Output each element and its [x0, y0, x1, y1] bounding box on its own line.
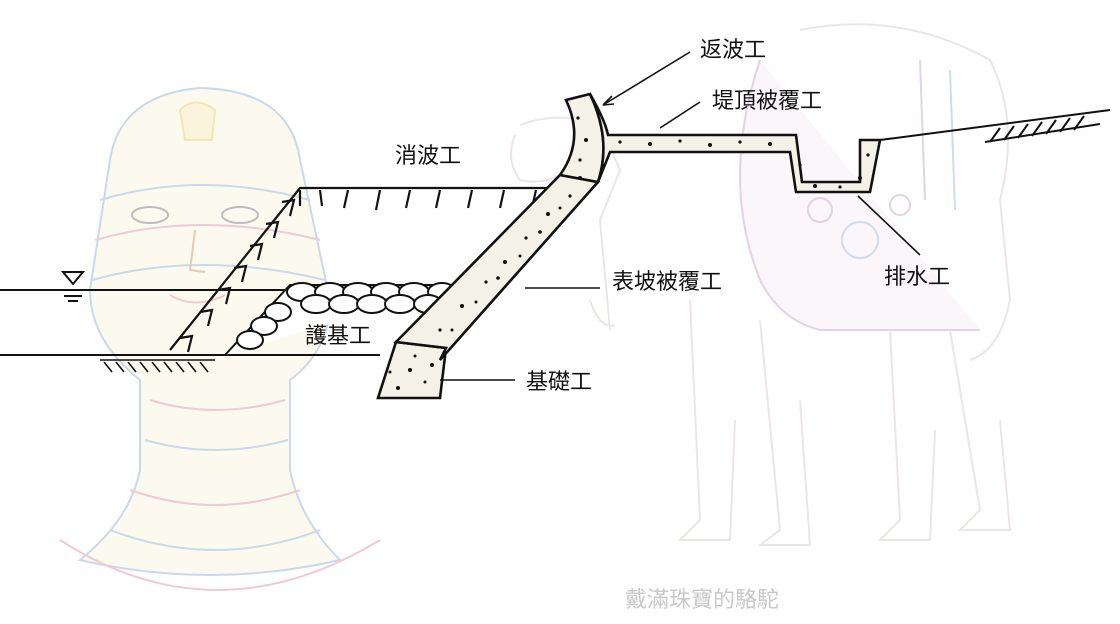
label-slope-cover: 表坡被覆工 — [612, 270, 722, 295]
leader-return-wall — [602, 51, 691, 106]
leader-drainage — [857, 195, 921, 256]
water-level-icon — [60, 271, 86, 302]
seabed-hatching-icon — [100, 359, 215, 373]
crown-cover — [588, 93, 882, 194]
concrete-aggregate — [388, 116, 870, 390]
camel-sketch — [510, 23, 1012, 546]
leader-crown-cover — [659, 101, 701, 129]
label-toe-protection: 護基工 — [305, 324, 371, 349]
drawing-caption: 戴滿珠寶的駱駝 — [625, 588, 779, 613]
landward-ground — [879, 109, 1111, 143]
toe-protection-stones — [224, 282, 457, 356]
pharaoh-mask-sketch — [59, 86, 381, 591]
label-crown-cover: 堤頂被覆工 — [712, 89, 822, 114]
label-foundation: 基礎工 — [526, 370, 592, 395]
wave-dissipating-blocks — [169, 186, 555, 353]
label-wave-dissipating: 消波工 — [395, 144, 461, 169]
label-return-wall: 返波工 — [700, 38, 766, 63]
slope-cover — [393, 173, 601, 361]
leader-lines — [440, 51, 921, 381]
label-drainage: 排水工 — [884, 265, 950, 290]
